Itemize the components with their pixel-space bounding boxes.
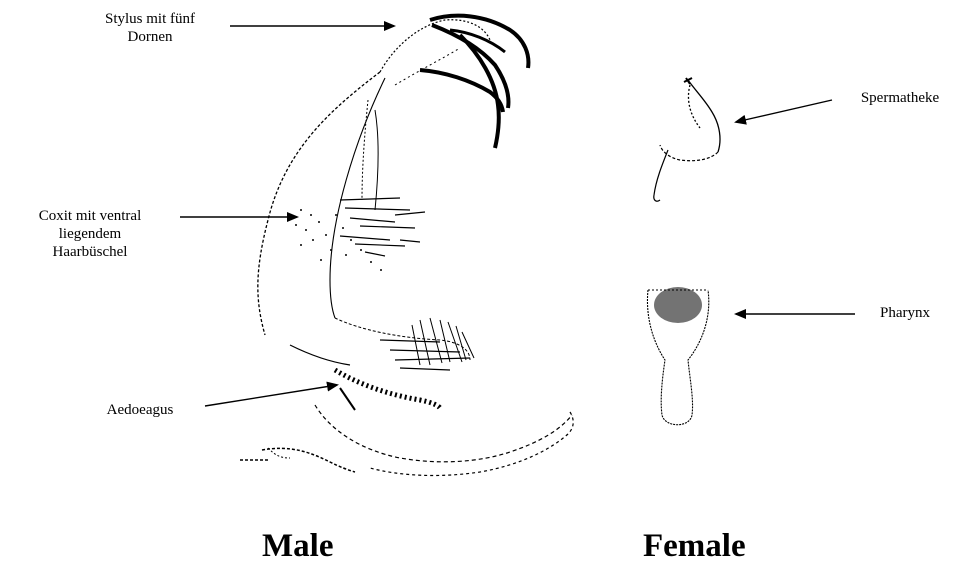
pharynx-label: Pharynx bbox=[860, 304, 950, 322]
aedoeagus-label: Aedoeagus bbox=[75, 401, 205, 419]
stylus-label-line2: Dornen bbox=[70, 28, 230, 46]
coxit-label-line3: Haarbüschel bbox=[5, 243, 175, 261]
stylus-label-line1: Stylus mit fünf bbox=[70, 10, 230, 28]
spermatheke-arrow bbox=[736, 100, 832, 122]
male-caption: Male bbox=[262, 528, 333, 564]
male-genitalia-drawing bbox=[240, 16, 573, 476]
spermatheke-label: Spermatheke bbox=[840, 89, 960, 107]
stylus-label: Stylus mit fünf Dornen bbox=[70, 10, 230, 46]
spermatheke-label-text: Spermatheke bbox=[840, 89, 960, 107]
spermatheke-drawing bbox=[654, 78, 720, 201]
aedoeagus-label-text: Aedoeagus bbox=[75, 401, 205, 419]
label-arrows bbox=[180, 26, 855, 406]
coxit-label: Coxit mit ventral liegendem Haarbüschel bbox=[5, 207, 175, 261]
female-caption: Female bbox=[643, 528, 746, 564]
pharynx-drawing bbox=[647, 287, 708, 425]
coxit-label-line2: liegendem bbox=[5, 225, 175, 243]
aedoeagus-arrow bbox=[205, 385, 337, 406]
pharynx-label-text: Pharynx bbox=[860, 304, 950, 322]
coxit-label-line1: Coxit mit ventral bbox=[5, 207, 175, 225]
